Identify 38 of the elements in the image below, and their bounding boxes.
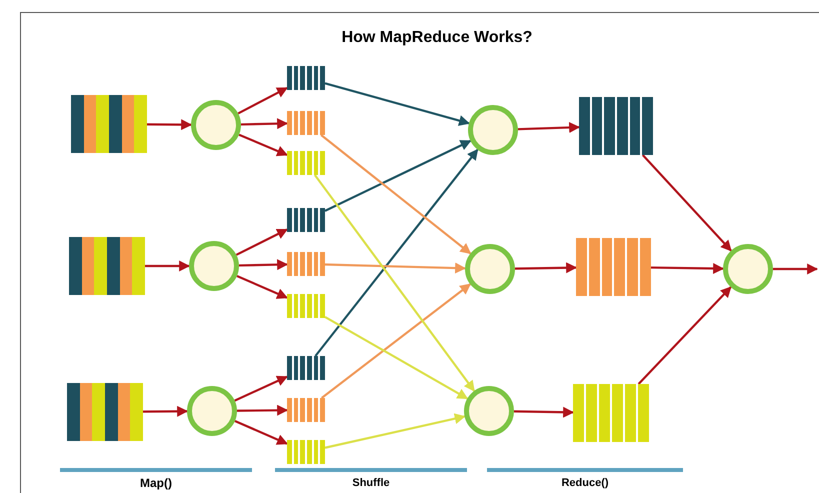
arrow [518,122,580,134]
arrow [320,134,472,254]
output-block [579,97,653,155]
arrow [142,406,188,417]
title: How MapReduce Works? [340,28,534,48]
key-value-bar [287,252,325,276]
arrow [240,118,288,130]
key-value-bar [287,398,325,422]
arrow [314,148,478,357]
input-data-block [67,383,143,441]
output-block [576,238,651,296]
arrow [638,286,732,385]
arrow [773,264,818,274]
arrow [236,404,288,416]
key-value-bar [287,111,325,135]
input-data-block [71,95,147,153]
key-value-bar [287,66,325,90]
output-block [573,384,649,442]
key-value-bar [287,356,325,380]
arrow [514,262,578,274]
stage-label: Map() [140,476,172,490]
arrow [324,262,466,274]
arrow [514,406,574,418]
arrow [324,413,466,449]
arrow [650,262,724,274]
arrow [642,154,732,252]
arrow [321,283,472,399]
key-value-bar [287,440,325,464]
arrow [146,119,192,130]
arrow [238,259,288,270]
key-value-bar [287,208,325,232]
key-value-bar [287,294,325,318]
arrow [324,82,470,126]
stage-label: Reduce() [561,476,609,490]
key-value-bar [287,151,325,175]
stage-label: Shuffle [352,476,390,490]
input-data-block [69,237,145,295]
arrow [145,260,190,272]
